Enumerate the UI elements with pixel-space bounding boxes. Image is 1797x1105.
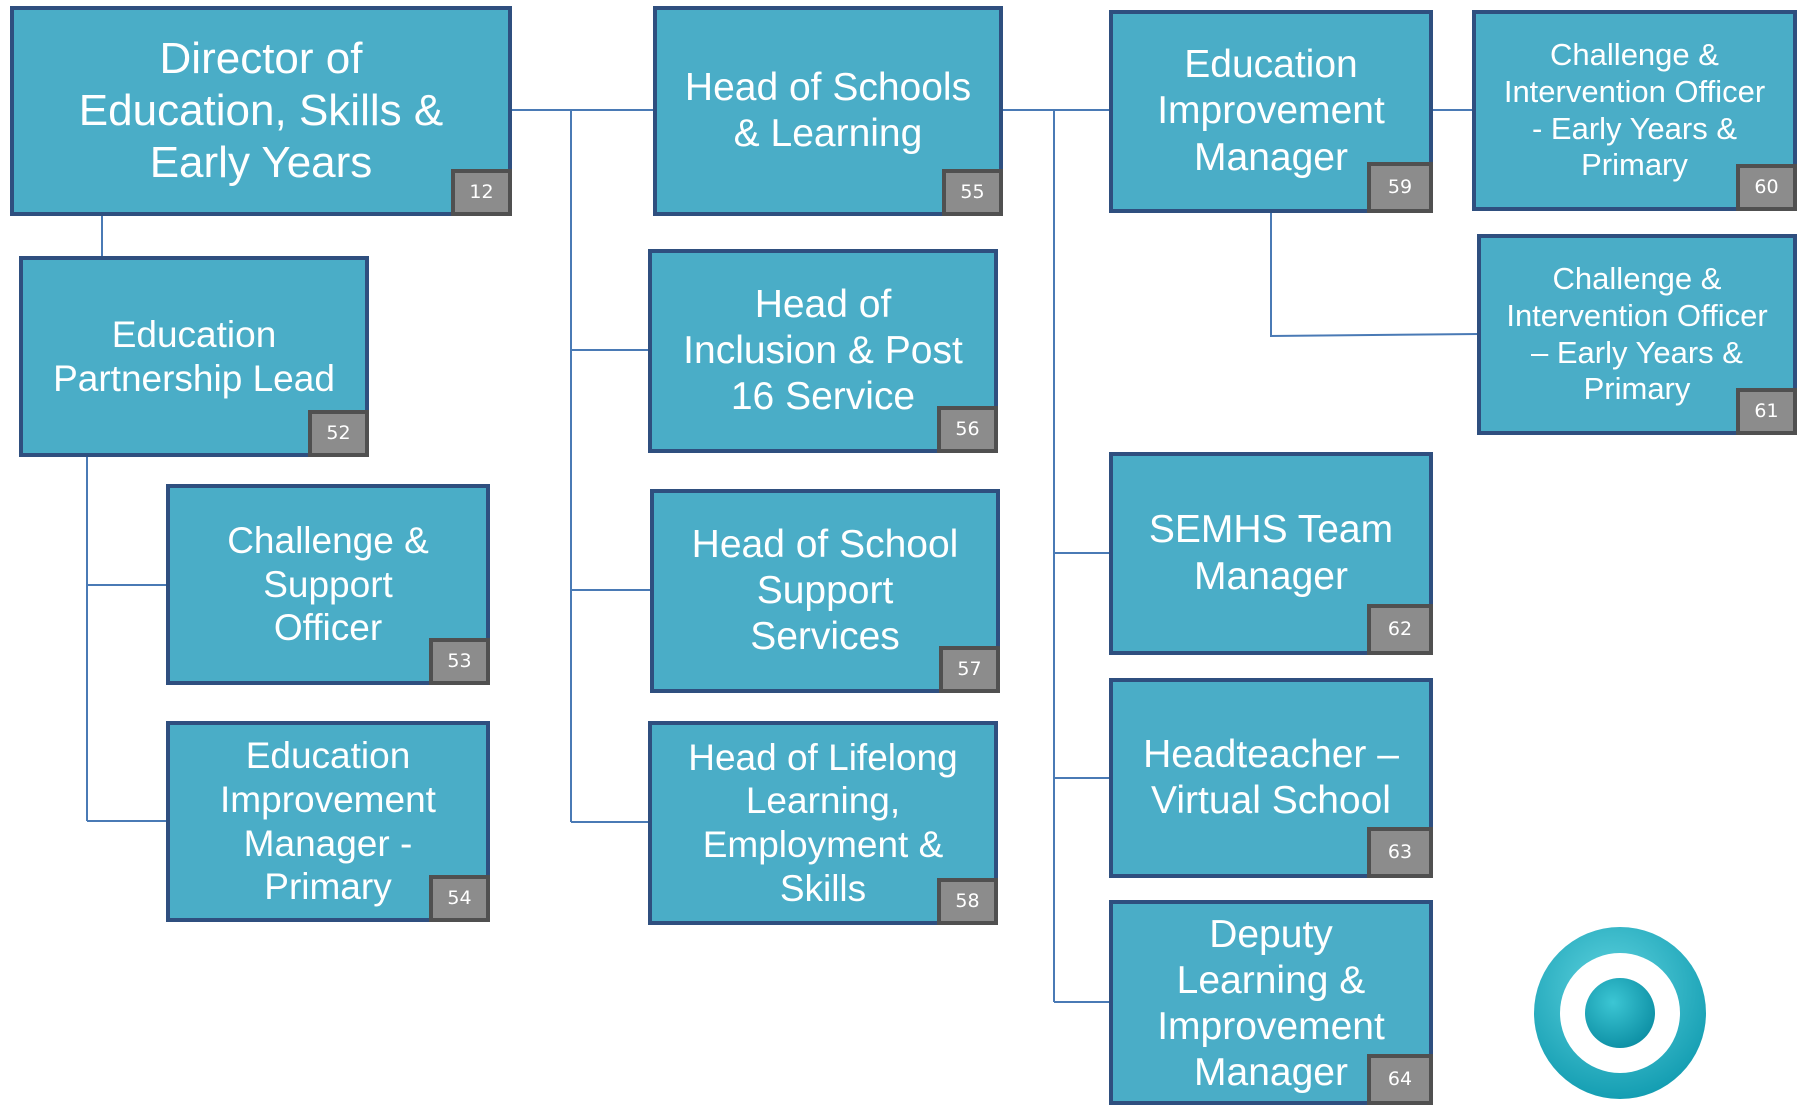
node-challenge-support-officer[interactable]: Challenge & Support Officer 53 [166,484,490,685]
node-head-schools-number-badge: 55 [942,169,1003,216]
node-semhs[interactable]: SEMHS Team Manager 62 [1109,452,1433,655]
node-director[interactable]: Director of Education, Skills & Early Ye… [10,6,512,216]
node-cio-61[interactable]: Challenge & Intervention Officer – Early… [1477,234,1797,435]
node-head-lifelong-number-badge: 58 [937,878,998,925]
node-head-lifelong-title: Head of Lifelong Learning, Employment & … [688,736,958,909]
node-deputy-lim[interactable]: Deputy Learning & Improvement Manager 64 [1109,900,1433,1105]
node-cio-61-number-badge: 61 [1736,388,1797,435]
node-eim-title: Education Improvement Manager [1157,43,1385,179]
node-eim-primary[interactable]: Education Improvement Manager - Primary … [166,721,490,922]
node-director-number-badge: 12 [451,169,512,216]
node-head-school-support[interactable]: Head of School Support Services 57 [650,489,1000,693]
node-head-inclusion-number-badge: 56 [937,406,998,453]
node-director-title: Director of Education, Skills & Early Ye… [78,34,444,187]
node-cio-60[interactable]: Challenge & Intervention Officer - Early… [1472,10,1797,211]
node-challenge-support-officer-number-badge: 53 [429,638,490,685]
connector-eim-cio61 [1270,210,1480,338]
node-head-schools[interactable]: Head of Schools & Learning 55 [653,6,1003,216]
node-semhs-title: SEMHS Team Manager [1148,508,1394,598]
node-cio-60-title: Challenge & Intervention Officer - Early… [1503,37,1766,183]
node-head-school-support-title: Head of School Support Services [691,522,959,658]
node-headteacher-vs-number-badge: 63 [1367,827,1433,878]
node-headteacher-vs[interactable]: Headteacher – Virtual School 63 [1109,678,1433,878]
node-eim-number-badge: 59 [1367,162,1433,213]
node-deputy-lim-number-badge: 64 [1367,1054,1433,1105]
node-head-lifelong[interactable]: Head of Lifelong Learning, Employment & … [648,721,998,925]
node-partnership-lead[interactable]: Education Partnership Lead 52 [19,256,369,457]
ring-logo-icon [1534,927,1706,1099]
node-eim[interactable]: Education Improvement Manager 59 [1109,10,1433,213]
node-challenge-support-officer-title: Challenge & Support Officer [227,520,429,649]
node-head-school-support-number-badge: 57 [939,646,1000,693]
node-eim-primary-number-badge: 54 [429,875,490,922]
node-semhs-number-badge: 62 [1367,604,1433,655]
node-head-inclusion-title: Head of Inclusion & Post 16 Service [683,282,963,418]
node-cio-60-number-badge: 60 [1736,164,1797,211]
node-deputy-lim-title: Deputy Learning & Improvement Manager [1157,913,1385,1095]
node-partnership-lead-number-badge: 52 [308,410,369,457]
node-eim-primary-title: Education Improvement Manager - Primary [220,735,436,908]
node-cio-61-title: Challenge & Intervention Officer – Early… [1506,261,1768,407]
node-partnership-lead-title: Education Partnership Lead [53,313,335,399]
node-headteacher-vs-title: Headteacher – Virtual School [1143,732,1399,822]
node-head-inclusion[interactable]: Head of Inclusion & Post 16 Service 56 [648,249,998,453]
node-head-schools-title: Head of Schools & Learning [684,65,972,155]
